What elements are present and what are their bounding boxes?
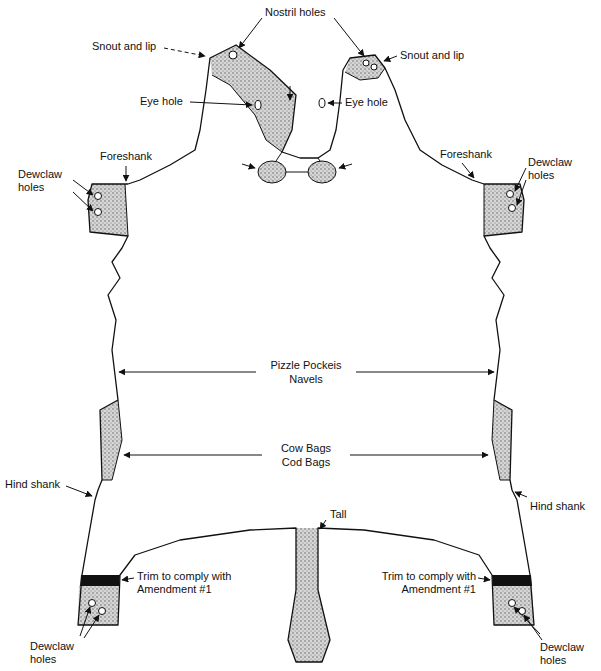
bag-region [100, 400, 122, 480]
span-arrow [119, 372, 256, 373]
leader-arrow [462, 163, 474, 178]
span-arrow [124, 455, 262, 456]
leader-arrow [334, 18, 364, 56]
part-label: Foreshank [440, 148, 492, 161]
part-label: Cow Bags [246, 442, 366, 455]
dewclaw-region [78, 585, 119, 625]
region-edge [345, 68, 385, 80]
part-label: Dewclaw holes [528, 156, 584, 182]
part-label: Hind shank [530, 500, 585, 513]
region-edge [102, 400, 122, 480]
part-label: Dewclaw holes [18, 168, 72, 194]
dewclaw-hole [509, 205, 516, 212]
leader-arrow [514, 607, 540, 634]
dewclaw-hole [95, 209, 102, 216]
bag-region [492, 400, 512, 480]
leader-arrow [73, 180, 93, 195]
leader-arrow [190, 102, 252, 105]
dewclaw-hole [509, 600, 516, 607]
part-label: Dewclaw holes [540, 641, 596, 667]
part-label: Trim to comply with Amendment #1 [364, 570, 476, 596]
ear-link [286, 172, 308, 173]
leader-arrow [164, 48, 205, 56]
dewclaw-hole [507, 191, 514, 198]
dewclaw-hole [95, 193, 102, 200]
part-label: Dewclaw holes [30, 640, 86, 666]
region-edge [484, 184, 485, 236]
trim-band [492, 575, 532, 586]
snout-region [345, 55, 385, 80]
ear-outline [308, 161, 336, 183]
leader-arrow [122, 578, 134, 580]
leader-arrow [66, 486, 92, 496]
tail-region [288, 528, 330, 662]
region-edge [212, 75, 282, 152]
part-label: Snout and lip [92, 40, 156, 53]
dewclaw-region [484, 184, 524, 236]
leader-arrow [384, 56, 397, 61]
leader-arrow [320, 520, 326, 529]
ear-link [318, 158, 320, 161]
part-label: Cod Bags [246, 456, 366, 469]
eye-hole [255, 101, 261, 110]
part-label: Pizzle Pockeis [246, 359, 366, 372]
part-label: Nostril holes [265, 6, 326, 19]
region-edges [102, 68, 510, 480]
leader-arrow [517, 180, 526, 205]
leader-arrow [328, 103, 342, 104]
trim-regions [78, 45, 534, 662]
part-label: Navels [246, 373, 366, 386]
leader-arrow [84, 615, 99, 638]
part-label: Trim to comply with Amendment #1 [137, 570, 249, 596]
snout-region [210, 45, 296, 152]
ear-region [308, 161, 336, 183]
pointer-arrow [242, 164, 255, 168]
leader-arrow [239, 18, 262, 48]
hide-outline [78, 45, 534, 662]
part-label: Eye hole [345, 96, 388, 109]
dewclaw-region [88, 184, 128, 236]
leader-arrow [515, 168, 526, 191]
leader-arrow [126, 166, 127, 181]
ear-link [276, 152, 282, 161]
part-label: Foreshank [100, 150, 152, 163]
leader-arrow [73, 192, 93, 211]
ear-region [258, 161, 286, 183]
nostril-hole [371, 64, 377, 70]
dewclaw-region [493, 585, 534, 625]
nostril-hole [229, 51, 237, 59]
leader-arrow [524, 615, 542, 640]
leader-arrow [478, 578, 490, 580]
dewclaw-hole [99, 608, 106, 615]
pointer-arrow [339, 164, 352, 168]
ear-outline [258, 161, 286, 183]
eye-hole [319, 99, 325, 108]
trim-band [80, 575, 120, 586]
region-edge [125, 184, 128, 236]
dewclaw-hole [89, 600, 96, 607]
span-arrow [356, 372, 494, 373]
pointer-arrow [290, 86, 291, 100]
leader-arrow [515, 492, 527, 497]
holes [89, 51, 526, 615]
region-edge [492, 400, 510, 480]
part-label: Eye hole [140, 95, 183, 108]
part-label: Hind shank [5, 478, 60, 491]
part-label: Snout and lip [400, 49, 464, 62]
part-label: Tall [330, 508, 347, 521]
leader-arrows [66, 18, 542, 640]
span-arrow [350, 455, 488, 456]
nostril-hole [363, 60, 369, 66]
